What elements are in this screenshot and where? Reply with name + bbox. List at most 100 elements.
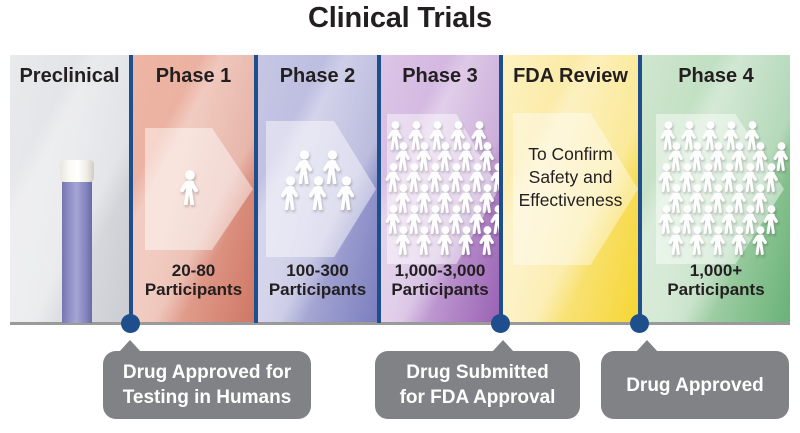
person-icon (425, 163, 446, 192)
person-icon (383, 205, 404, 234)
person-icon (334, 176, 359, 210)
person-icon (477, 184, 498, 213)
fda-review-line-3: Effectiveness (518, 190, 623, 210)
person-icon-group-phase-1 (177, 170, 211, 216)
person-icon (761, 163, 782, 192)
person-icon (761, 205, 782, 234)
participants-label-phase-4: Participants (667, 280, 765, 299)
person-icon (393, 226, 414, 255)
person-icon (677, 163, 698, 192)
person-icon (385, 121, 406, 150)
person-icon (448, 121, 469, 150)
participants-label-phase-2: Participants (268, 280, 367, 299)
person-icon (698, 205, 719, 234)
fda-review-line-2: Safety and (528, 167, 613, 187)
person-icon (488, 163, 499, 192)
callout-drug-submitted-fda[interactable]: Drug Submitted for FDA Approval (375, 340, 580, 419)
person-icon (406, 121, 427, 150)
person-icon (435, 184, 456, 213)
person-icon (414, 184, 435, 213)
timeline-baseline (10, 322, 790, 325)
callout-2-text: Drug Submitted for FDA Approval (390, 360, 566, 410)
person-icon (771, 142, 790, 171)
person-icon (719, 205, 740, 234)
person-icon (656, 163, 677, 192)
column-header-fda-review: FDA Review (513, 65, 628, 87)
people-group-icon-phase-2 (276, 150, 362, 226)
person-icon (708, 226, 729, 255)
person-icon (666, 184, 687, 213)
milestone-node-2[interactable] (491, 314, 510, 333)
divider-preclinical-phase1 (129, 55, 133, 323)
person-icon (719, 163, 740, 192)
participants-label-phase-3: Participants (391, 280, 489, 299)
person-icon (687, 226, 708, 255)
callout-1-text: Drug Approved for Testing in Humans (113, 360, 302, 410)
callout-3-line-1: Drug Approved (626, 374, 764, 396)
person-icon (477, 226, 498, 255)
person-icon (729, 142, 750, 171)
column-participants-phase-3: 1,000-3,000 Participants (381, 261, 499, 299)
person-icon (750, 142, 771, 171)
person-icon (729, 226, 750, 255)
person-icon (292, 150, 317, 184)
participants-count-phase-3: 1,000-3,000 (394, 261, 486, 280)
column-participants-phase-4: 1,000+ Participants (642, 261, 790, 299)
callout-1-line-2: Testing in Humans (122, 387, 292, 408)
person-icon (687, 142, 708, 171)
clinical-trial-phase-band: Preclinical Phase 1 20-80 Participants P… (10, 55, 790, 323)
test-tube-liquid (62, 174, 92, 323)
person-icon (721, 121, 742, 150)
page-title: Clinical Trials (308, 2, 492, 34)
person-icon (750, 226, 771, 255)
participants-count-phase-1: 20-80 (171, 261, 216, 280)
callout-1-line-1: Drug Approved for (122, 362, 292, 383)
person-icon (278, 176, 303, 210)
fda-review-description: To Confirm Safety and Effectiveness (503, 143, 638, 212)
divider-phase1-phase2 (254, 55, 258, 323)
callout-drug-approved[interactable]: Drug Approved (601, 340, 789, 419)
person-icon (488, 205, 499, 234)
person-icon (740, 205, 761, 234)
crowd-icon-phase-4 (656, 121, 788, 261)
person-icon (658, 121, 679, 150)
column-fda-review[interactable]: FDA Review To Confirm Safety and Effecti… (503, 55, 638, 323)
person-icon (404, 163, 425, 192)
divider-phase3-fda (499, 55, 503, 323)
divider-phase2-phase3 (377, 55, 381, 323)
person-icon (750, 184, 771, 213)
callout-tail (636, 340, 658, 352)
person-icon (740, 163, 761, 192)
column-phase-4[interactable]: Phase 4 1,000+ Participants (642, 55, 790, 323)
person-icon (742, 121, 763, 150)
callout-2-line-2: for FDA Approval (399, 387, 556, 408)
person-icon (469, 121, 490, 150)
person-icon (393, 184, 414, 213)
callout-drug-approved-for-testing[interactable]: Drug Approved for Testing in Humans (103, 340, 311, 419)
column-phase-1[interactable]: Phase 1 20-80 Participants (133, 55, 254, 323)
callout-2-line-1: Drug Submitted (406, 362, 549, 383)
column-preclinical[interactable]: Preclinical (10, 55, 129, 323)
person-icon (656, 205, 677, 234)
person-icon (393, 142, 414, 171)
person-icon (698, 163, 719, 192)
milestone-node-1[interactable] (121, 314, 140, 333)
person-icon (404, 205, 425, 234)
person-icon (456, 226, 477, 255)
divider-fda-phase4 (638, 55, 642, 323)
callout-tail (492, 340, 514, 352)
person-icon (177, 170, 203, 206)
milestone-node-3[interactable] (630, 314, 649, 333)
test-tube-cap (60, 160, 94, 182)
person-icon (320, 150, 345, 184)
person-icon (708, 142, 729, 171)
column-phase-2[interactable]: Phase 2 100-300 Participants (258, 55, 377, 323)
person-icon (383, 163, 404, 192)
person-icon (446, 205, 467, 234)
person-icon (435, 142, 456, 171)
column-header-phase-4: Phase 4 (678, 65, 754, 87)
person-icon (666, 226, 687, 255)
crowd-icon-phase-3 (383, 121, 499, 261)
column-phase-3[interactable]: Phase 3 1,000-3,000 Participants (381, 55, 499, 323)
column-header-preclinical: Preclinical (19, 65, 120, 87)
